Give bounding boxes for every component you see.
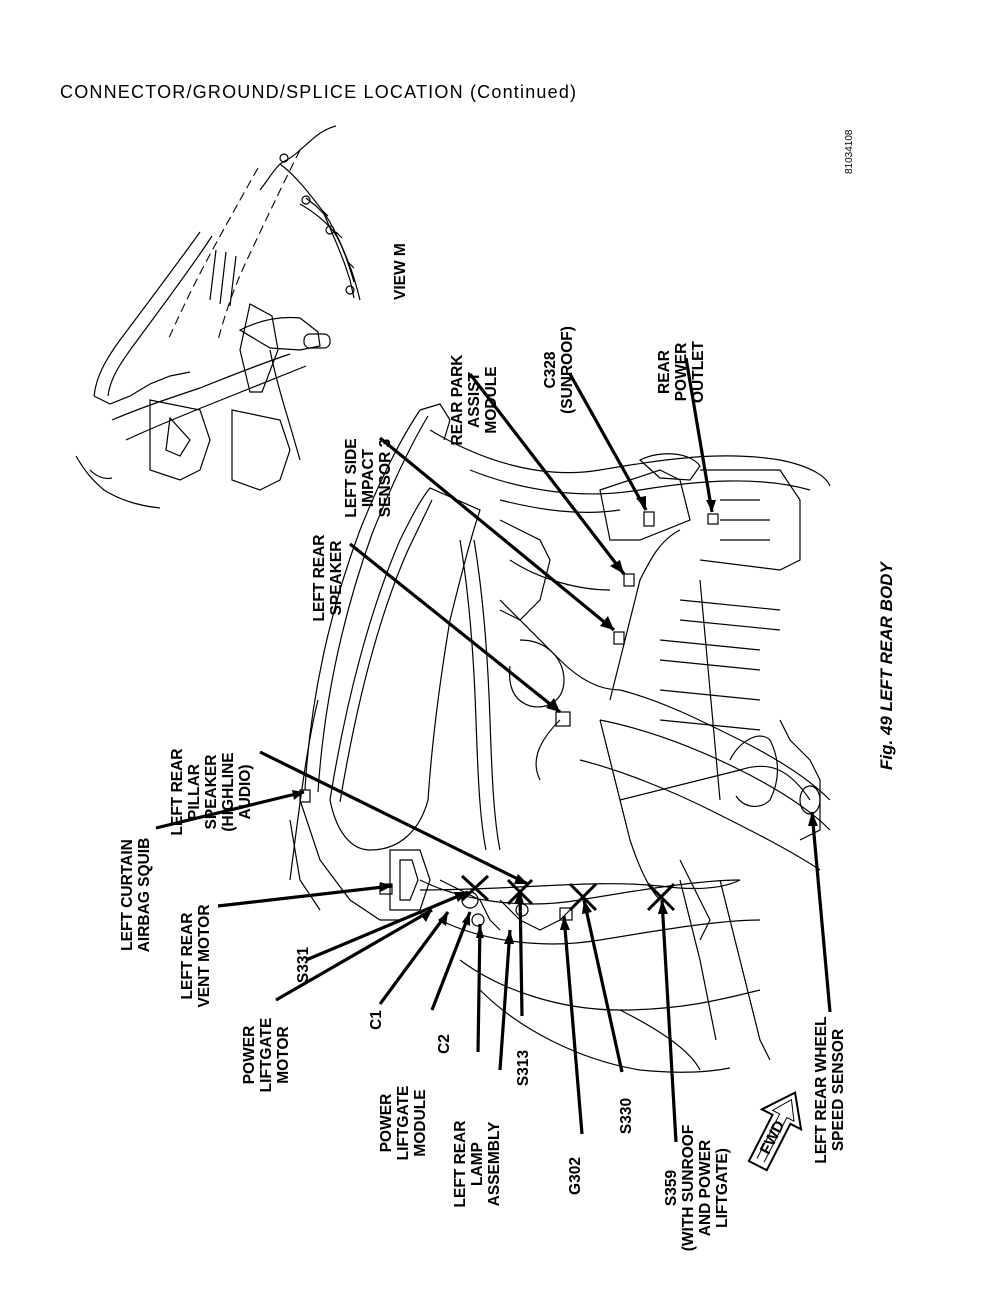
label-line: REAR (656, 350, 673, 394)
label-line: S313 (515, 1050, 532, 1087)
label-line: SENSOR 3 (377, 438, 394, 517)
label-left-rear-lamp-assembly: LEFT REARLAMPASSEMBLY (452, 1121, 503, 1208)
label-line: LEFT REAR (179, 913, 196, 1000)
label-line: S330 (618, 1098, 635, 1134)
leader-c2 (430, 911, 472, 1011)
label-line: VENT MOTOR (196, 904, 213, 1007)
label-line: LAMP (469, 1142, 486, 1186)
leader-rear-park-assist-module (468, 373, 626, 575)
label-s359: S359(WITH SUNROOFAND POWERLIFTGATE) (663, 1125, 731, 1252)
label-line: S331 (295, 947, 312, 984)
label-c1: C1 (368, 1010, 385, 1030)
leader-left-side-impact-sensor (378, 436, 616, 632)
label-line: SPEAKER (328, 541, 345, 616)
label-power-liftgate-motor: POWERLIFTGATEMOTOR (241, 1018, 292, 1093)
leader-g302 (562, 915, 584, 1135)
label-line: LEFT REAR (452, 1121, 469, 1208)
label-left-side-impact-sensor-3: LEFT SIDEIMPACTSENSOR 3 (343, 438, 394, 517)
label-line: PILLAR (186, 764, 203, 820)
view-m-label: VIEW M (392, 243, 409, 300)
leader-s359 (660, 899, 678, 1143)
leader-rear-power-outlet (684, 357, 714, 513)
leader-arrowheads (292, 496, 818, 944)
label-line: LEFT REAR (169, 749, 186, 836)
page-title: CONNECTOR/GROUND/SPLICE LOCATION (Contin… (60, 82, 578, 102)
label-line: C328 (542, 351, 559, 388)
figure-caption: Fig. 49 LEFT REAR BODY (877, 561, 896, 770)
label-line: AIRBAG SQUIB (136, 838, 153, 953)
label-line: POWER (673, 343, 690, 402)
label-left-curtain-airbag-squib: LEFT CURTAINAIRBAG SQUIB (119, 838, 153, 953)
leader-c328 (568, 373, 648, 511)
leader-left-rear-wheel-speed-sensor (810, 811, 832, 1013)
splice-markers (460, 874, 676, 912)
label-left-rear-wheel-speed-sensor: LEFT REAR WHEELSPEED SENSOR (813, 1016, 847, 1163)
leader-left-curtain-airbag-squib (155, 790, 305, 830)
label-line: POWER (378, 1094, 395, 1153)
x-marker-s330 (568, 882, 598, 912)
label-s330: S330 (618, 1098, 635, 1134)
label-line: LIFTGATE (258, 1018, 275, 1093)
label-power-liftgate-module: POWERLIFTGATEMODULE (378, 1086, 429, 1161)
label-s313: S313 (515, 1050, 532, 1087)
label-line: (WITH SUNROOF (680, 1125, 697, 1252)
leader-lines (155, 357, 832, 1143)
label-line: (SUNROOF) (559, 326, 576, 414)
label-line: SPEAKER (203, 755, 220, 830)
x-marker-s359 (646, 882, 676, 912)
label-line: ASSEMBLY (486, 1121, 503, 1206)
label-line: MODULE (483, 366, 500, 433)
label-line: MODULE (412, 1089, 429, 1156)
x-marker-s331 (460, 874, 490, 902)
label-line: REAR PARK (449, 354, 466, 446)
label-line: LEFT REAR WHEEL (813, 1016, 830, 1163)
label-line: MOTOR (275, 1026, 292, 1083)
label-line: AUDIO) (237, 764, 254, 819)
label-line: LEFT SIDE (343, 438, 360, 517)
label-line: OUTLET (690, 340, 707, 403)
label-c2: C2 (436, 1034, 453, 1054)
leader-c1 (378, 911, 450, 1005)
label-line: (HIGHLINE (220, 752, 237, 831)
label-line: G302 (567, 1157, 584, 1195)
label-rear-power-outlet: REARPOWEROUTLET (656, 340, 707, 403)
label-line: SPEED SENSOR (830, 1029, 847, 1151)
view-m-inset-drawing (75, 125, 361, 509)
label-rear-park-assist-module: REAR PARKASSISTMODULE (449, 354, 500, 446)
label-line: IMPACT (360, 448, 377, 507)
figure-id: 81034108 (844, 129, 855, 174)
leader-left-rear-speaker (349, 542, 561, 714)
label-line: LIFTGATE) (714, 1148, 731, 1228)
leader-power-liftgate-module (476, 923, 482, 1053)
label-line: S359 (663, 1170, 680, 1207)
leader-left-rear-pillar-speaker (259, 750, 529, 886)
label-left-rear-pillar-speaker: LEFT REARPILLARSPEAKER(HIGHLINEAUDIO) (169, 749, 254, 836)
label-line: C2 (436, 1034, 453, 1054)
leader-left-rear-lamp-assembly (498, 929, 512, 1071)
label-line: LIFTGATE (395, 1086, 412, 1161)
leader-left-rear-vent-motor (217, 884, 393, 908)
leader-s331 (305, 890, 469, 962)
leader-power-liftgate-motor (275, 908, 433, 1002)
label-line: LEFT CURTAIN (119, 839, 136, 951)
label-s331: S331 (295, 947, 312, 984)
leader-s330 (582, 899, 624, 1073)
label-c328: C328(SUNROOF) (542, 326, 576, 414)
label-line: C1 (368, 1010, 385, 1030)
label-line: ASSIST (466, 371, 483, 428)
label-g302: G302 (567, 1157, 584, 1195)
leader-s313 (518, 889, 524, 1017)
label-left-rear-vent-motor: LEFT REARVENT MOTOR (179, 904, 213, 1007)
label-line: LEFT REAR (311, 535, 328, 622)
label-line: POWER (241, 1026, 258, 1085)
diagram-labels: 81034108 VIEW M REARPOWEROUTLET C328(SUN… (119, 129, 896, 1251)
label-left-rear-speaker: LEFT REARSPEAKER (311, 535, 345, 622)
label-line: AND POWER (697, 1140, 714, 1236)
fwd-arrow-icon: FWD (747, 1091, 803, 1172)
